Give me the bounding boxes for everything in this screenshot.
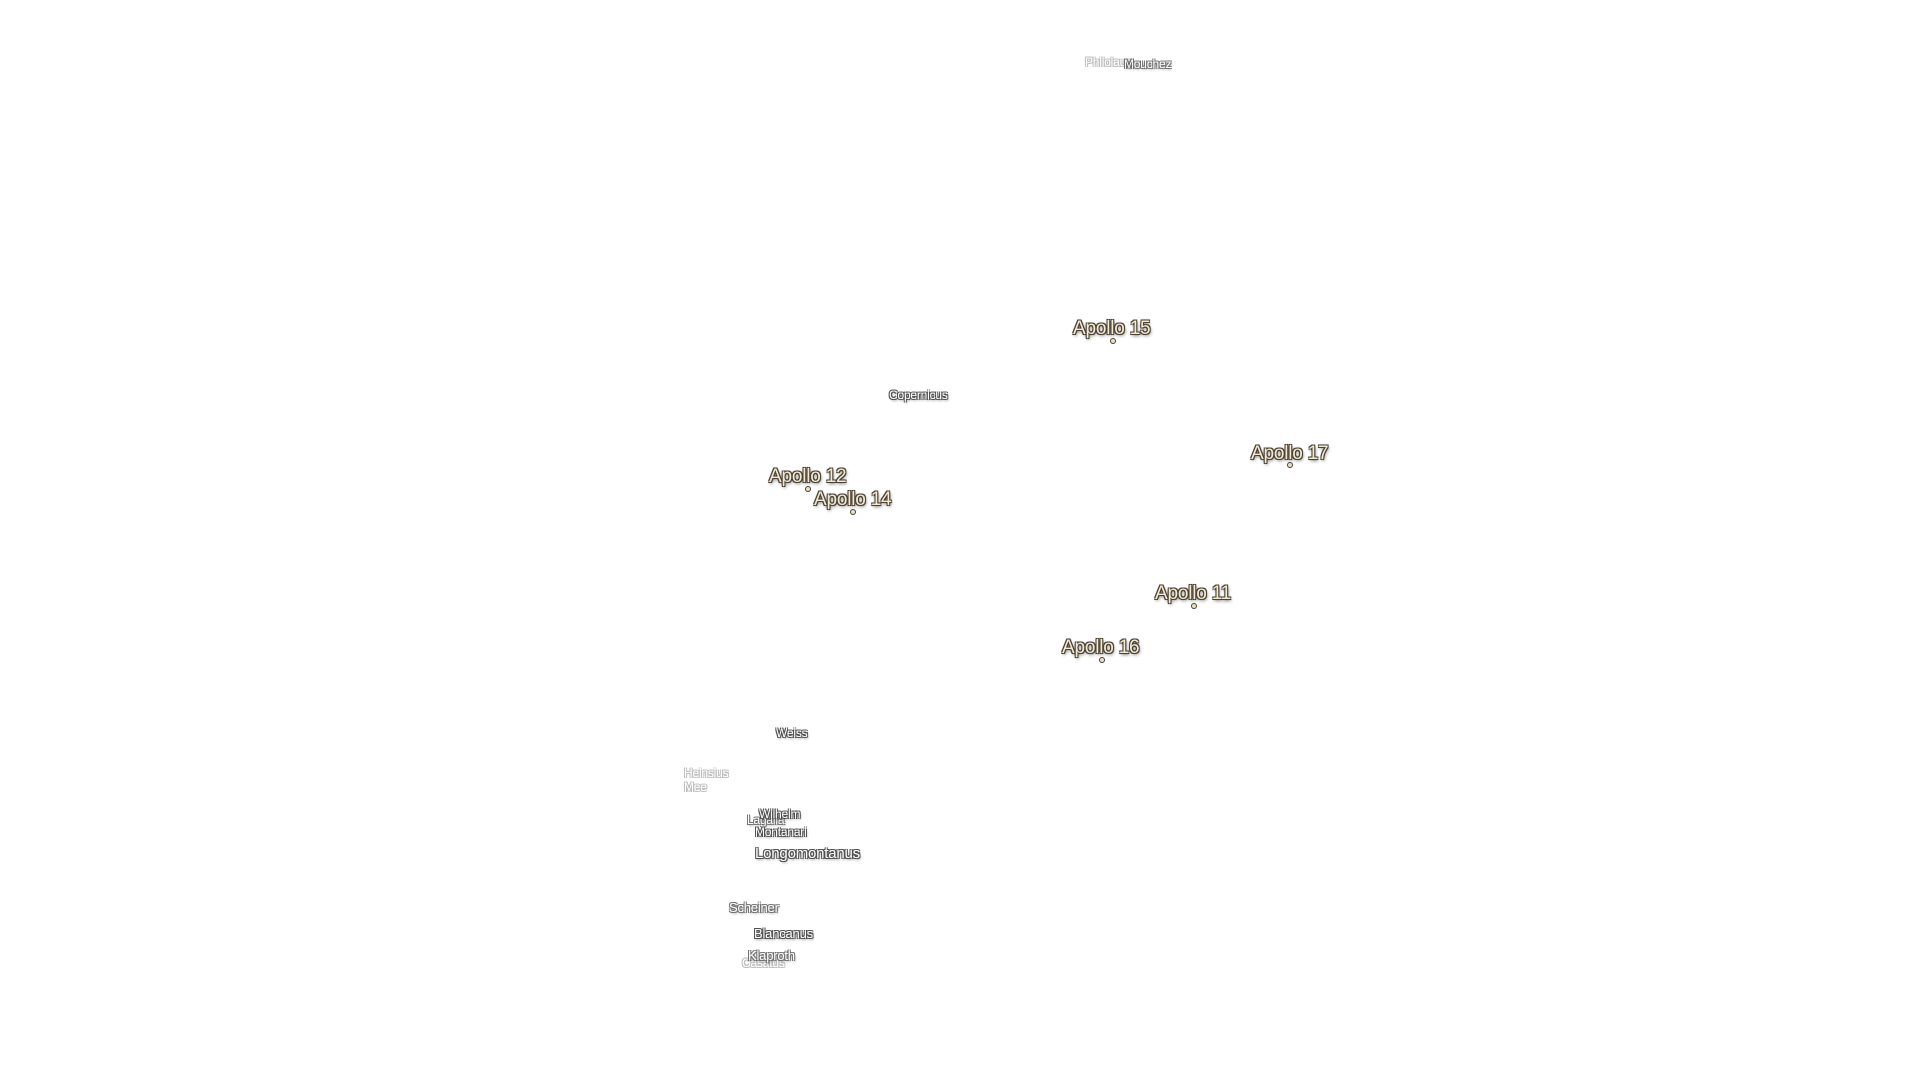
apollo-15-marker[interactable] (1111, 339, 1115, 343)
apollo-12-marker[interactable] (806, 487, 810, 491)
apollo-11-marker[interactable] (1192, 604, 1196, 608)
crater-label-lagalla[interactable]: Lagalla (747, 813, 785, 827)
crater-label-casatus[interactable]: Casatus (742, 956, 785, 970)
crater-label-heinsius[interactable]: Heinsius (684, 766, 729, 780)
crater-label-longomontanus[interactable]: Longomontanus (755, 845, 860, 862)
apollo-16-marker[interactable] (1100, 658, 1104, 662)
crater-label-mouchez[interactable]: Mouchez (1124, 57, 1172, 71)
crater-label-philolaus[interactable]: Philolaus (1085, 55, 1132, 69)
apollo-11-label[interactable]: Apollo 11 (1155, 583, 1232, 604)
crater-label-weiss[interactable]: Weiss (776, 726, 808, 740)
apollo-17-marker[interactable] (1288, 463, 1292, 467)
crater-label-blancanus[interactable]: Blancanus (754, 926, 813, 941)
crater-label-wilhelm[interactable]: Wilhelm (759, 807, 801, 821)
apollo-12-label[interactable]: Apollo 12 (769, 466, 847, 487)
apollo-17-label[interactable]: Apollo 17 (1251, 443, 1329, 464)
crater-label-copernicus[interactable]: Copernicus (889, 388, 948, 402)
apollo-14-label[interactable]: Apollo 14 (814, 489, 892, 510)
apollo-16-label[interactable]: Apollo 16 (1062, 637, 1140, 658)
apollo-14-marker[interactable] (851, 510, 855, 514)
crater-label-klaproth[interactable]: Klaproth (748, 948, 795, 963)
apollo-15-label[interactable]: Apollo 15 (1073, 318, 1151, 339)
crater-label-montanari[interactable]: Montanari (755, 825, 807, 839)
crater-label-mee[interactable]: Mee (684, 780, 707, 794)
crater-label-scheiner[interactable]: Scheiner (729, 900, 779, 915)
